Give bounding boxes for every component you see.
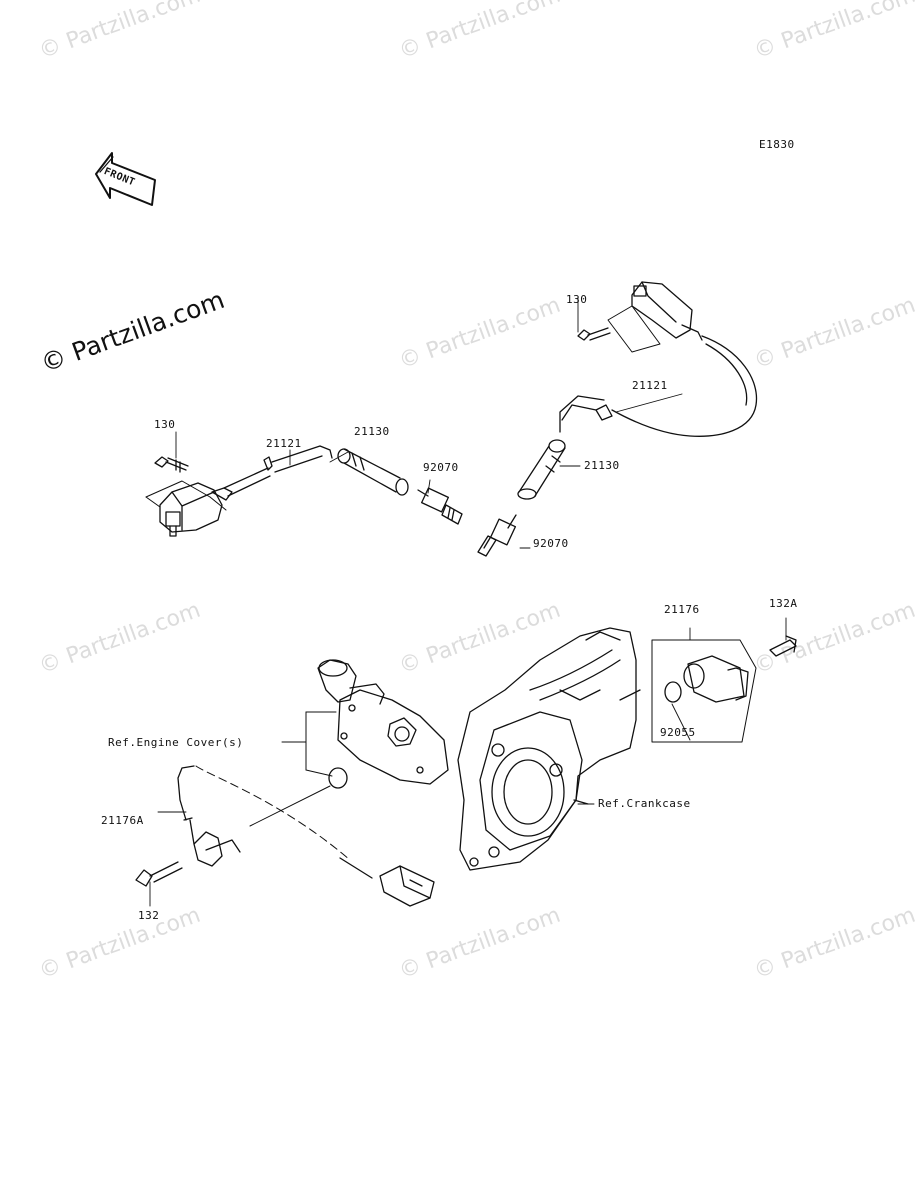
part-number-130-left[interactable]: 130: [154, 418, 176, 431]
leader-lines: [149, 297, 787, 907]
part-number-21176A[interactable]: 21176A: [101, 814, 144, 827]
bolt-132: [135, 861, 183, 887]
plug-cap-21130-right: [517, 439, 566, 500]
sensor-21176: [651, 639, 757, 743]
part-number-21121-right[interactable]: 21121: [632, 379, 668, 392]
ref-crankcase-label: Ref.Crankcase: [598, 797, 691, 810]
part-number-132A[interactable]: 132A: [769, 597, 798, 610]
bolt-130-left: [154, 456, 189, 473]
ignition-coil-left: [159, 467, 271, 537]
part-number-92070-left[interactable]: 92070: [423, 461, 459, 474]
sensor-21176A: [177, 765, 241, 867]
part-number-132[interactable]: 132: [138, 909, 160, 922]
ref-engine-cover-label: Ref.Engine Cover(s): [108, 736, 244, 749]
part-number-92055[interactable]: 92055: [660, 726, 696, 739]
lead-21121-right: [559, 395, 613, 433]
part-number-21130-left[interactable]: 21130: [354, 425, 390, 438]
bolt-132A: [769, 635, 797, 657]
sensor-connector: [339, 857, 435, 907]
spark-plug-92070-left: [417, 487, 463, 525]
engine-cover: [317, 659, 449, 789]
spark-plug-92070-right: [477, 514, 517, 557]
lead-21121-left: [263, 445, 333, 473]
plug-cap-21130-left: [337, 448, 409, 496]
part-number-92070-right[interactable]: 92070: [533, 537, 569, 550]
crankcase: [457, 627, 641, 871]
part-number-21176[interactable]: 21176: [664, 603, 700, 616]
ignition-coil-right: [611, 281, 758, 437]
front-arrow-icon: [95, 152, 156, 206]
part-number-21130-right[interactable]: 21130: [584, 459, 620, 472]
part-number-21121-left[interactable]: 21121: [266, 437, 302, 450]
bolt-130-right: [577, 327, 611, 341]
diagram-code: E1830: [759, 138, 795, 151]
part-number-130-right[interactable]: 130: [566, 293, 588, 306]
